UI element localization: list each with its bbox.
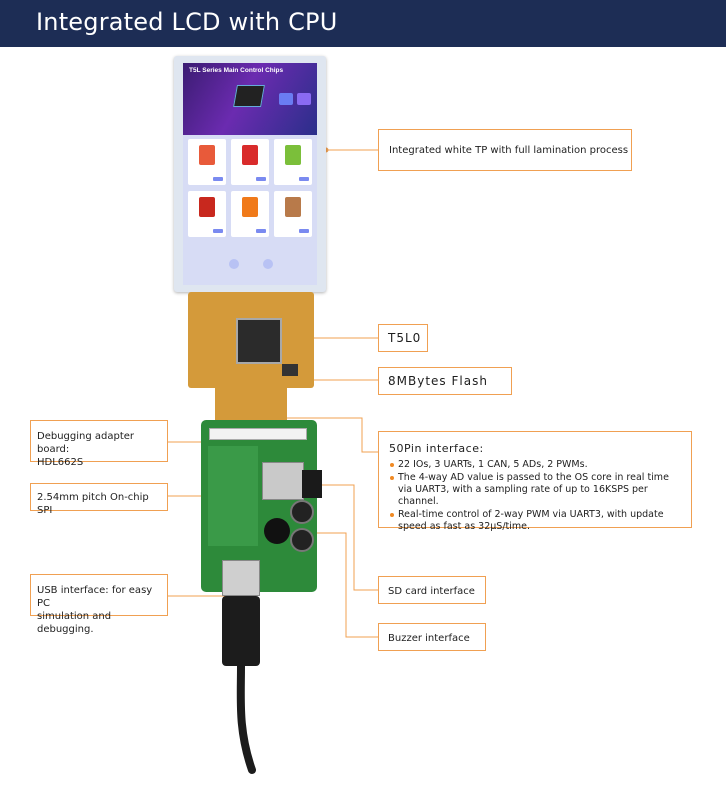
cpu-label: T5L0 <box>388 331 422 345</box>
product-tile <box>274 191 312 237</box>
product-tile <box>188 139 226 185</box>
spi-callout: 2.54mm pitch On-chip SPI <box>30 483 168 516</box>
product-tile <box>274 139 312 185</box>
flash-chip <box>282 364 298 376</box>
usb-port <box>222 560 260 596</box>
capacitor <box>290 528 314 552</box>
interface-bullets: 22 IOs, 3 UARTs, 1 CAN, 5 ADs, 2 PWMs. T… <box>389 459 681 533</box>
debug-board-label-line1: Debugging adapter board: <box>37 431 135 455</box>
product-tile <box>188 191 226 237</box>
page-title: Integrated LCD with CPU <box>36 8 338 36</box>
prev-icon <box>229 259 239 269</box>
lcd-module: T5L Series Main Control Chips <box>174 56 326 292</box>
capacitor <box>290 500 314 524</box>
pin-header <box>208 446 258 546</box>
usb-callout: USB interface: for easy PC simulation an… <box>30 574 168 635</box>
fpc-connector <box>209 428 307 440</box>
debug-board-callout: Debugging adapter board: HDL662S <box>30 420 168 468</box>
flash-callout: 8MBytes Flash <box>378 367 512 395</box>
banner-button <box>297 93 311 105</box>
spi-label: 2.54mm pitch On-chip SPI <box>37 492 149 516</box>
usb-cable <box>222 596 260 666</box>
usb-label-line2: simulation and debugging. <box>37 611 112 635</box>
buzzer-callout: Buzzer interface <box>378 623 486 651</box>
usb-label-line1: USB interface: for easy PC <box>37 585 153 609</box>
banner-button <box>279 93 293 105</box>
touch-panel-callout: Integrated white TP with full lamination… <box>378 129 632 171</box>
cpu-callout: T5L0 <box>378 324 428 352</box>
fpc-neck <box>215 386 287 420</box>
interface-callout: 50Pin interface: 22 IOs, 3 UARTs, 1 CAN,… <box>378 431 692 532</box>
sd-card <box>302 470 322 498</box>
sd-slot <box>262 462 304 500</box>
interface-bullet: The 4-way AD value is passed to the OS c… <box>389 472 681 508</box>
sd-card-label: SD card interface <box>388 586 475 597</box>
debug-board-label-line2: HDL662S <box>37 457 84 468</box>
product-tile <box>231 191 269 237</box>
cpu-chip <box>236 318 282 364</box>
touch-panel-label: Integrated white TP with full lamination… <box>389 145 629 156</box>
sd-card-callout: SD card interface <box>378 576 486 604</box>
buzzer <box>264 518 290 544</box>
next-icon <box>263 259 273 269</box>
lcd-screen: T5L Series Main Control Chips <box>183 63 317 285</box>
interface-bullet: Real-time control of 2-way PWM via UART3… <box>389 509 681 533</box>
interface-leader <box>265 417 378 453</box>
banner-title: T5L Series Main Control Chips <box>189 67 284 74</box>
product-tile <box>231 139 269 185</box>
flash-label: 8MBytes Flash <box>388 374 488 388</box>
page-header: Integrated LCD with CPU <box>0 0 726 47</box>
screen-banner: T5L Series Main Control Chips <box>183 63 317 135</box>
interface-bullet: 22 IOs, 3 UARTs, 1 CAN, 5 ADs, 2 PWMs. <box>389 459 681 471</box>
interface-title: 50Pin interface: <box>389 442 484 455</box>
sd-card-leader <box>290 484 378 591</box>
buzzer-label: Buzzer interface <box>388 633 470 644</box>
